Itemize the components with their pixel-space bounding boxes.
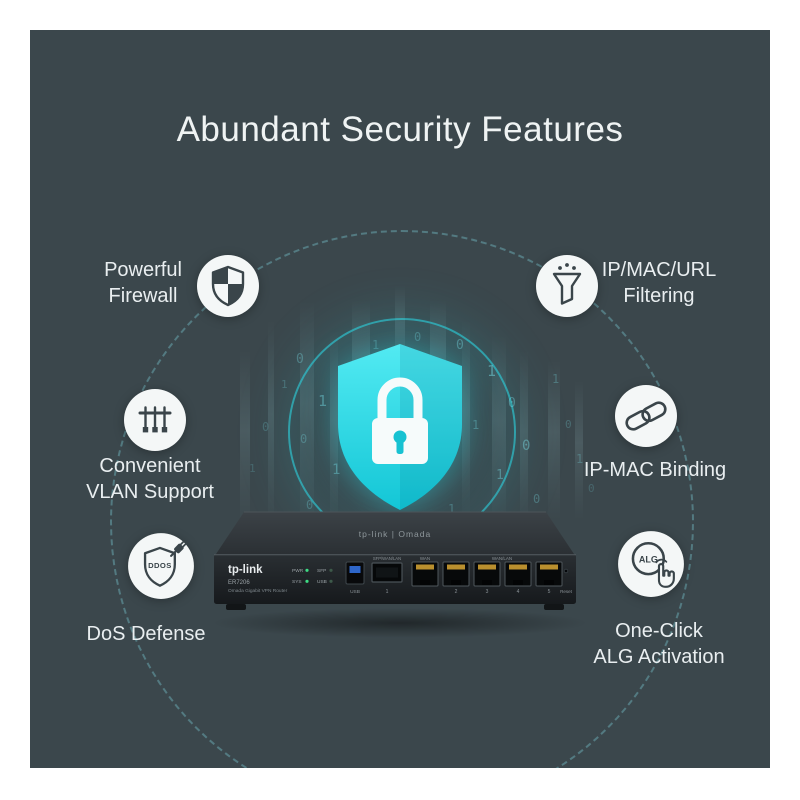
- alg-icon-text: ALG: [639, 554, 658, 564]
- led-label-sfp: SFP: [317, 568, 326, 574]
- led-pwr: [305, 568, 309, 572]
- led-sys: [305, 579, 309, 583]
- router-model: ER7206: [228, 580, 250, 586]
- led-usb: [329, 579, 333, 583]
- led-label-sys: SYS: [292, 579, 302, 585]
- feature-label-ip-mac-url-filtering: IP/MAC/URL Filtering: [601, 259, 717, 308]
- rj45-port-wan: [411, 561, 439, 587]
- port-number: 5: [548, 589, 551, 595]
- ddos-shield-icon: DDOS: [127, 532, 195, 600]
- feature-label-dos-defense: DoS Defense: [86, 623, 206, 645]
- rj45-port-4: [535, 561, 563, 587]
- page-title: Abundant Security Features: [176, 110, 624, 149]
- router-device: tp-link | Omada tp-link ER7206 Omada Gig…: [200, 492, 590, 632]
- feature-label-ip-mac-binding: IP-MAC Binding: [583, 459, 727, 481]
- port-number: 4: [517, 589, 520, 595]
- router-shadow: [210, 608, 590, 638]
- sfp-port-number: 1: [386, 589, 389, 595]
- ddos-icon-text: DDOS: [148, 561, 172, 570]
- port-number: 3: [486, 589, 489, 595]
- filter-funnel-icon: [535, 254, 599, 318]
- wanlan-ports-label: WAN/LAN: [492, 556, 512, 561]
- reset-hole: [563, 568, 569, 574]
- led-sfp: [329, 568, 333, 572]
- port-number: 2: [455, 589, 458, 595]
- security-shield-lock-icon: [330, 340, 470, 515]
- rj45-port-1: [442, 561, 470, 587]
- led-label-pwr: PWR: [292, 568, 304, 574]
- feature-label-alg-activation: One-Click ALG Activation: [593, 620, 725, 669]
- alg-click-icon: ALG: [617, 530, 685, 598]
- led-label-usb: USB: [317, 579, 327, 585]
- router-model-desc: Omada Gigabit VPN Router: [228, 588, 288, 594]
- feature-label-vlan-support: Convenient VLAN Support: [86, 455, 214, 504]
- dashed-orbit-circle: [110, 230, 694, 768]
- router-top-print: tp-link | Omada: [359, 529, 431, 539]
- router-brand: tp-link: [228, 564, 263, 576]
- rj45-port-3: [504, 561, 532, 587]
- rj45-port-2: [473, 561, 501, 587]
- feature-label-powerful-firewall: Powerful Firewall: [104, 259, 182, 308]
- sfp-port-label: SFP/WAN/LAN: [373, 556, 401, 561]
- usb-port-label: USB: [350, 589, 360, 595]
- firewall-shield-icon: [196, 254, 260, 318]
- reset-label: Reset: [560, 589, 573, 594]
- chain-link-icon: [614, 384, 678, 448]
- vlan-bridge-icon: [123, 388, 187, 452]
- wan-port-label: WAN: [420, 556, 430, 561]
